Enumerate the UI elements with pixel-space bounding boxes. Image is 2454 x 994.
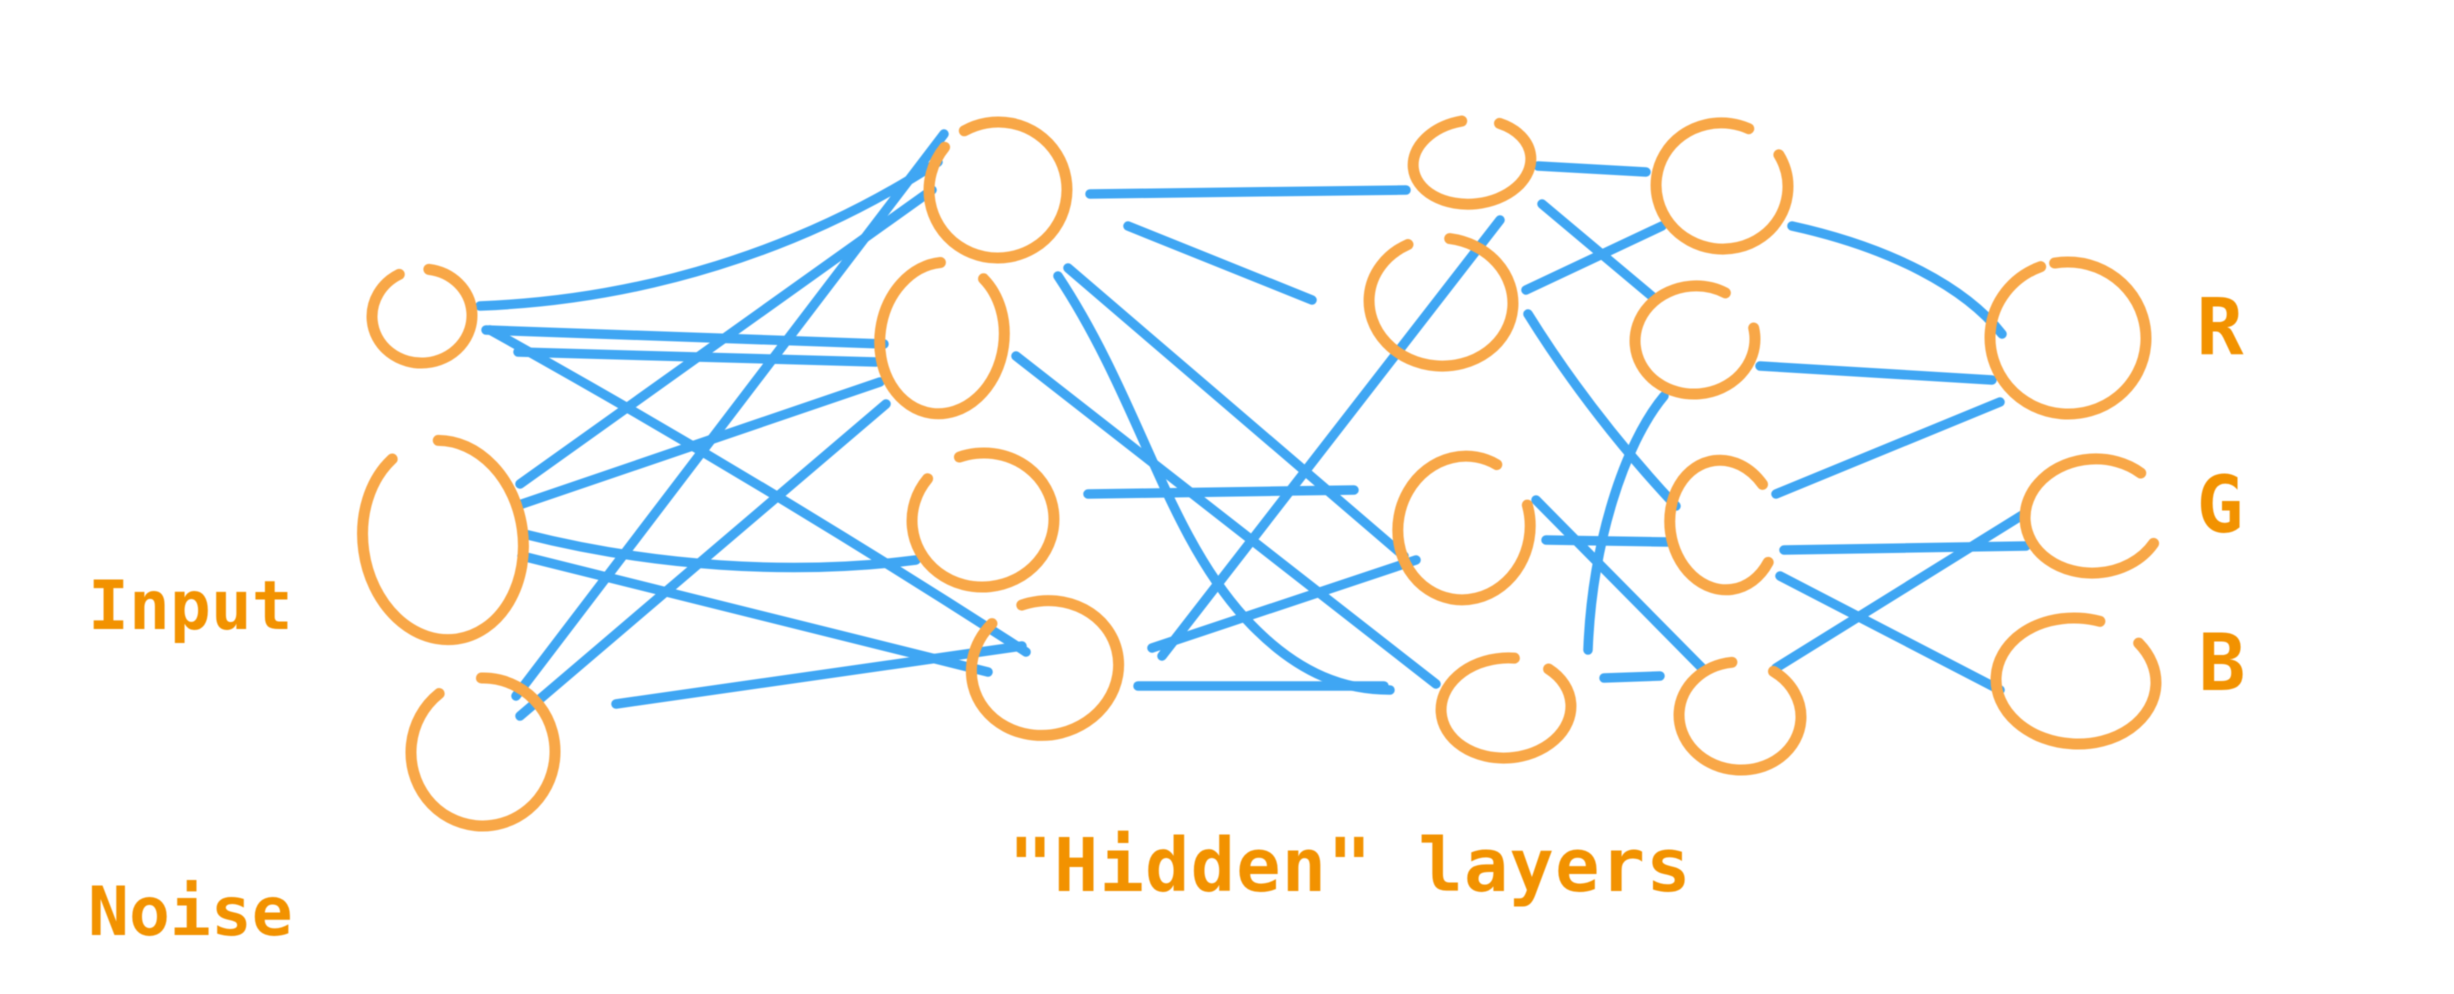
edge-h3b-outr [1755,361,1997,385]
output-label-g: G [2196,461,2244,551]
edge-h2b-h3a [1521,221,1667,295]
edge-in3-h1a [511,129,949,701]
edge-h3c-outr [1771,397,2005,499]
node-output-g [2019,453,2169,579]
node-hidden2-b [1363,232,1519,372]
edge-in2-h1c [519,529,921,573]
edge-h3c-outb [1775,571,2005,695]
node-hidden2-d [1435,652,1577,764]
edge-h2b-h3c [1523,309,1681,511]
node-output-b [1990,612,2162,750]
edge-h1a-h2a [1085,185,1411,199]
edge-h1a-h2b [1123,221,1317,305]
edge-h3d-outg [1771,509,2029,673]
node-hidden3-a [1650,117,1794,255]
edge-h1d-h2a [1157,215,1505,661]
edge-h2c-h3d [1531,495,1707,673]
input-label-line2: Noise [88,873,293,952]
node-hidden2-c [1392,450,1536,606]
node-hidden1-b [874,256,1010,420]
node-hidden1-a [923,116,1073,264]
edge-in2-h1d [517,551,993,677]
edge-h1a-h2c [1063,263,1409,561]
edge-h1d-h2c [1147,555,1421,653]
node-hidden1-d [965,595,1125,741]
neuron-nodes [357,114,2169,832]
edge-h3a-outr [1787,221,2007,339]
hidden-layers-caption: "Hidden" layers [1008,823,1692,909]
node-hidden1-c [906,447,1060,593]
edge-h1b-h2d [1011,351,1441,689]
edge-in1-h1d [485,325,1031,657]
edge-h3c-outg [1779,541,2031,555]
node-input-3 [405,672,561,832]
connection-lines [475,129,2031,721]
output-label-r: R [2196,283,2244,373]
node-output-r [1984,256,2152,420]
edge-in1-h1b [481,325,889,349]
node-hidden3-b [1629,280,1761,400]
edge-h2d-h3d [1599,671,1665,683]
edge-h3b-h2d [1583,391,1669,655]
edge-h2c-h3c [1541,535,1673,547]
edge-in3-h1b [515,399,891,721]
edge-h2a-h3a [1533,161,1651,177]
node-hidden3-c [1664,454,1782,596]
edge-h1c-h2c [1083,485,1359,499]
output-label-b: B [2198,619,2246,709]
node-hidden3-d [1673,656,1807,776]
node-input-2 [357,434,529,646]
edge-in1-h1a [475,157,943,311]
input-noise-label: Input Noise [88,352,293,994]
node-input-1 [366,263,478,369]
node-hidden2-a [1407,114,1537,210]
edge-in2-h1b [517,377,885,509]
input-label-line1: Input [88,567,293,646]
edge-in3-h1d [611,641,1027,709]
